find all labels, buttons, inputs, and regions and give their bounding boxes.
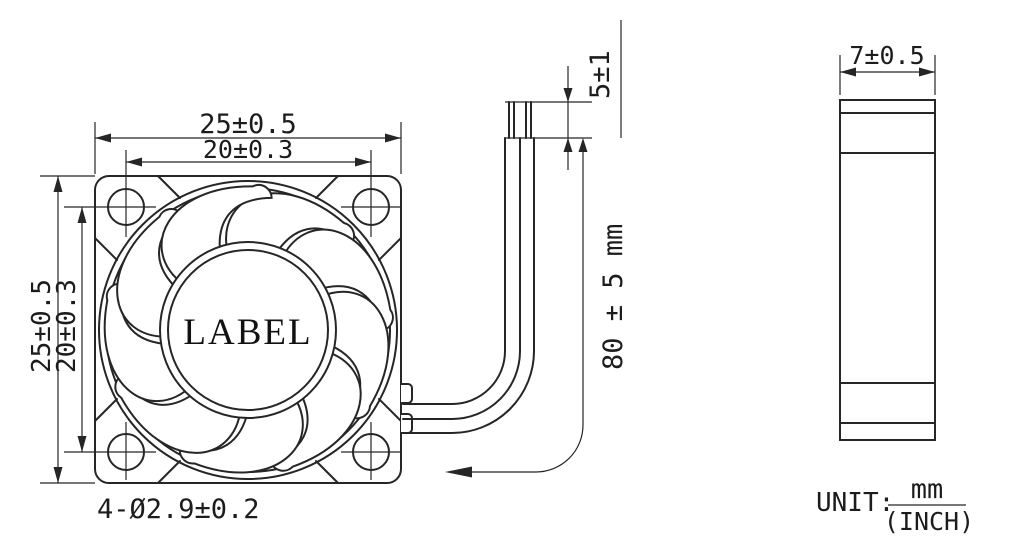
dim-front-width-inner: 20±0.3 (203, 135, 293, 164)
dim-wire-strip: 5±1 (585, 50, 616, 99)
dim-side-thickness: 7±0.5 (849, 41, 924, 70)
unit-denominator: (INCH) (884, 507, 974, 536)
dimension-arrowheads (53, 67, 935, 483)
dim-front-width-outer: 25±0.5 (199, 109, 297, 140)
unit-numerator: mm (911, 474, 944, 505)
mounting-holes-note: 4-Ø2.9±0.2 (97, 494, 260, 525)
venturi-outer-circle (98, 180, 398, 480)
hub-outer-circle (159, 241, 337, 419)
side-view (839, 99, 936, 441)
dim-front-height-outer: 25±0.5 (27, 279, 57, 373)
dim-wire-length: 80 ± 5 mm (598, 224, 629, 370)
unit-label: UNIT: (816, 488, 894, 518)
corner-chamfers (94, 175, 402, 484)
mounting-holes (64, 150, 401, 480)
strain-relief-tab (401, 413, 413, 434)
hub-label: LABEL (183, 312, 312, 353)
side-profile (839, 99, 936, 441)
unit-note: UNIT: mm (INCH) (816, 474, 974, 536)
strain-relief-tab (401, 383, 413, 404)
hub-inner-circle (167, 249, 329, 411)
front-view: LABEL (64, 150, 419, 496)
dim-front-height-inner: 20±0.3 (52, 279, 82, 373)
wire-assembly (401, 101, 535, 434)
dimension-annotations: 25±0.5 20±0.3 25±0.5 20±0.3 4-Ø2.9±0.2 5… (27, 20, 936, 525)
side-profile-lines (839, 112, 936, 424)
wire-bundle (402, 101, 535, 434)
